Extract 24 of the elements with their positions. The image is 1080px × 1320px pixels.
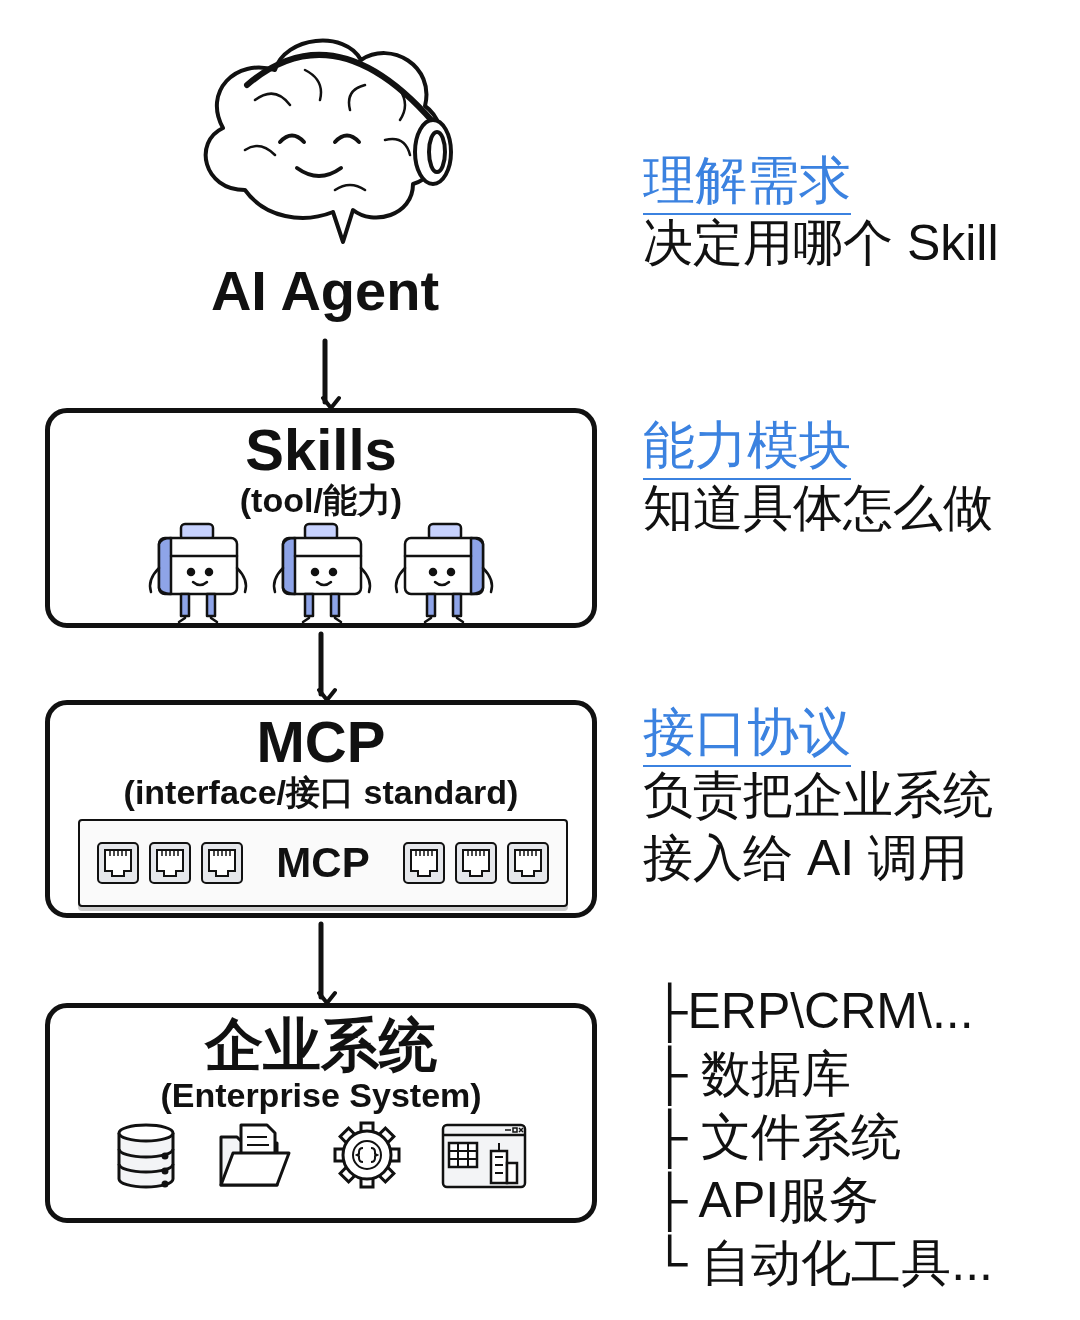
- system-list-item: └ 自动化工具...: [652, 1233, 993, 1293]
- layer-title: MCP: [256, 713, 386, 771]
- section-heading: 能力模块: [643, 413, 851, 480]
- system-list-item: ├ 数据库: [652, 1043, 852, 1106]
- switch-label: MCP: [276, 842, 370, 884]
- arrow: [317, 631, 337, 702]
- arrow: [321, 338, 341, 410]
- layer-subtitle: (Enterprise System): [160, 1075, 482, 1116]
- layer-box: [45, 700, 597, 918]
- layer-subtitle: (tool/能力): [239, 480, 403, 521]
- system-list-item: ├ERP\CRM\...: [652, 980, 974, 1043]
- system-list-item: ├ API服务: [652, 1169, 880, 1232]
- description-text: 决定用哪个 Skill: [643, 214, 1000, 273]
- system-list-item: ├ 文件系统: [652, 1106, 902, 1169]
- arrow: [317, 921, 337, 1005]
- layer-title: 企业系统: [205, 1016, 437, 1074]
- description-text: 负责把企业系统接入给 AI 调用: [643, 766, 994, 888]
- section-heading: 接口协议: [643, 700, 851, 767]
- section-heading: 理解需求: [643, 148, 851, 215]
- layer-box: [45, 1003, 597, 1223]
- layer-box: [45, 408, 597, 628]
- layer-subtitle: (interface/接口 standard): [123, 772, 519, 813]
- description-text: 知道具体怎么做: [643, 479, 994, 538]
- layer-title: Skills: [245, 421, 397, 479]
